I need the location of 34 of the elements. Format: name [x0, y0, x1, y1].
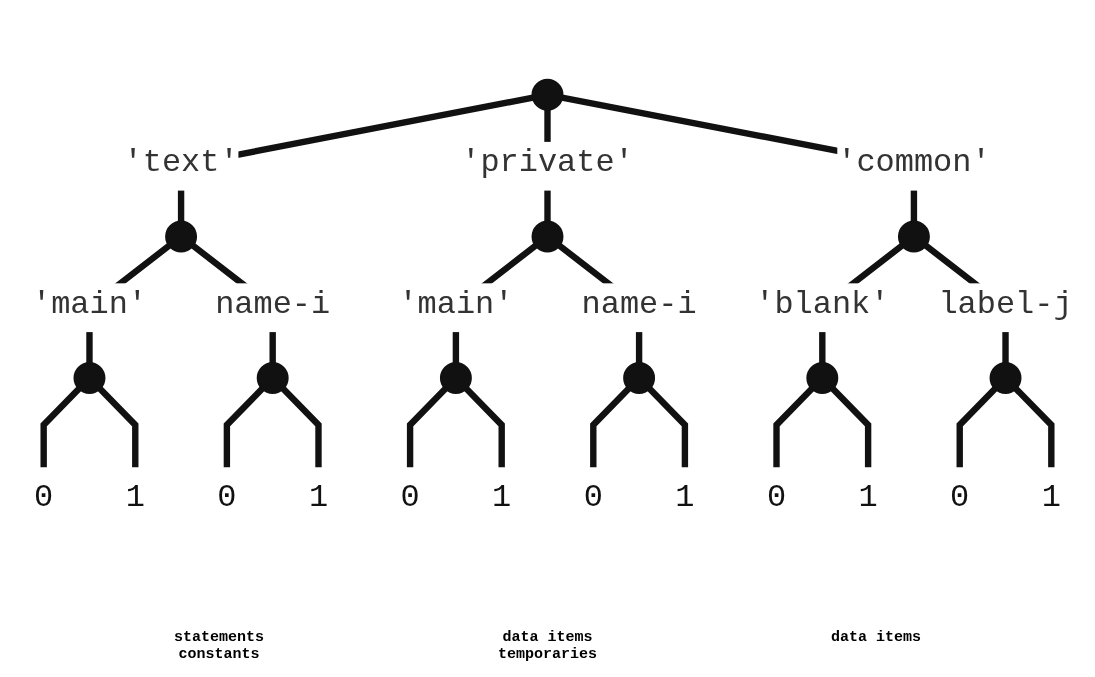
node-circle [531, 78, 564, 111]
node-circle [531, 220, 564, 253]
group-caption: data items temporaries [497, 629, 598, 663]
node-text: 1 [675, 480, 695, 517]
node-text: 0 [766, 480, 787, 517]
edge-label: label-j [938, 287, 1073, 324]
node-text: 0 [217, 480, 237, 517]
node-circle [623, 362, 656, 395]
edge-label: 'private' [461, 145, 634, 183]
node-circle [897, 220, 930, 253]
node-text: 0 [400, 480, 420, 517]
edge-label: name-i [215, 287, 331, 324]
node-circle [989, 362, 1022, 395]
node-text: 0 [34, 480, 54, 517]
node-text: 1 [492, 480, 512, 517]
node-circle [73, 362, 106, 395]
node-circle [806, 362, 839, 395]
node-text: 1 [858, 480, 878, 517]
node-circle [256, 362, 289, 395]
group-caption: data items [830, 629, 922, 648]
node-text: 1 [308, 480, 329, 517]
edge-label: 'main' [398, 287, 514, 324]
edge-label: name-i [581, 287, 697, 324]
node-circle [165, 220, 198, 253]
edge-label: 'common' [837, 145, 991, 183]
edge-label: 'main' [31, 287, 147, 324]
node-circle [439, 362, 472, 395]
node-text: 0 [583, 480, 603, 517]
group-caption: statements constants [173, 629, 265, 663]
edge-label: 'blank' [755, 287, 890, 324]
node-text: 0 [950, 480, 970, 517]
node-text: 1 [125, 480, 145, 517]
edge-label: 'text' [123, 145, 239, 183]
node-text: 1 [1041, 480, 1061, 517]
